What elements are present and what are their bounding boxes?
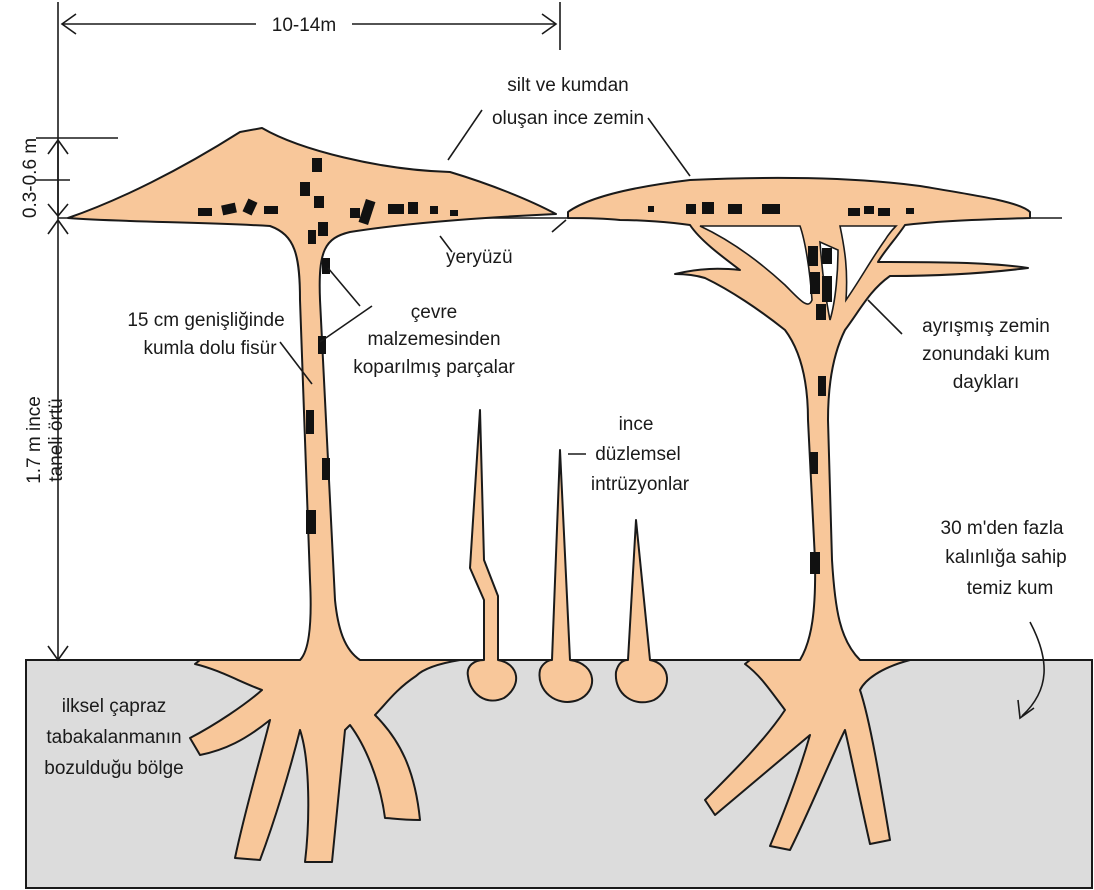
intrusion-1 <box>468 410 516 701</box>
fragment <box>816 304 826 320</box>
fragment <box>822 248 832 264</box>
disturbed-zone-label-1: ilksel çapraz <box>62 696 167 717</box>
fragment <box>306 510 316 534</box>
fragment <box>322 258 330 274</box>
fragment <box>702 202 714 214</box>
fragment <box>818 376 826 396</box>
fragment <box>878 208 890 216</box>
fragment <box>322 458 330 480</box>
fragment <box>810 272 820 294</box>
fragment <box>350 208 360 218</box>
fragment <box>686 204 696 214</box>
disturbed-zone-label-2: tabakalanmanın <box>46 727 181 748</box>
fragment <box>864 206 874 214</box>
mound-height-label: 0.3-0.6 m <box>20 138 41 218</box>
fragment <box>450 210 458 216</box>
fragment <box>728 204 742 214</box>
cover-thickness-label-2: taneli örtü <box>46 398 67 481</box>
disturbed-zone-label-3: bozulduğu bölge <box>44 758 183 779</box>
fragment <box>906 208 914 214</box>
fissure-label-2: kumla dolu fisür <box>143 338 277 359</box>
fragment <box>408 202 418 214</box>
fragment <box>388 204 404 214</box>
fragment <box>264 206 278 214</box>
width-label: 10-14m <box>272 15 336 36</box>
clean-sand-label-1: 30 m'den fazla <box>941 518 1064 539</box>
fragment <box>300 182 310 196</box>
fragment <box>318 222 328 236</box>
weathered-label-1: ayrışmış zemin <box>922 316 1050 337</box>
weathered-label-2: zonundaki kum <box>922 344 1050 365</box>
fragments-label-1: çevre <box>411 302 457 323</box>
fragment <box>808 246 818 266</box>
clean-sand-label-3: temiz kum <box>967 578 1054 599</box>
fragment <box>810 552 820 574</box>
planar-label-3: intrüzyonlar <box>591 474 690 495</box>
weathered-label-3: daykları <box>953 372 1020 393</box>
cover-thickness-dimension: 1.7 m ince taneli örtü <box>24 220 80 660</box>
silt-label-2: oluşan ince zemin <box>492 108 644 129</box>
clean-sand-label-2: kalınlığa sahip <box>945 547 1066 568</box>
fragment <box>312 158 322 172</box>
fragment <box>648 206 654 212</box>
fragment <box>306 410 314 434</box>
fragment <box>430 206 438 214</box>
ground-surface-label: yeryüzü <box>446 247 513 268</box>
planar-label-1: ince <box>619 414 654 435</box>
planar-label-2: düzlemsel <box>595 444 681 465</box>
silt-label-1: silt ve kumdan <box>507 75 628 96</box>
fragment <box>308 230 316 244</box>
fragment <box>198 208 212 216</box>
fragments-label-2: malzemesinden <box>367 329 500 350</box>
intrusion-3 <box>616 520 667 702</box>
fragment <box>848 208 860 216</box>
fragment <box>762 204 780 214</box>
fragment <box>822 276 832 302</box>
fissure-label-1: 15 cm genişliğinde <box>127 310 284 331</box>
cover-thickness-label-1: 1.7 m ince <box>24 396 45 484</box>
fragments-label-3: koparılmış parçalar <box>353 357 515 378</box>
fragment <box>810 452 818 474</box>
fragment <box>314 196 324 208</box>
